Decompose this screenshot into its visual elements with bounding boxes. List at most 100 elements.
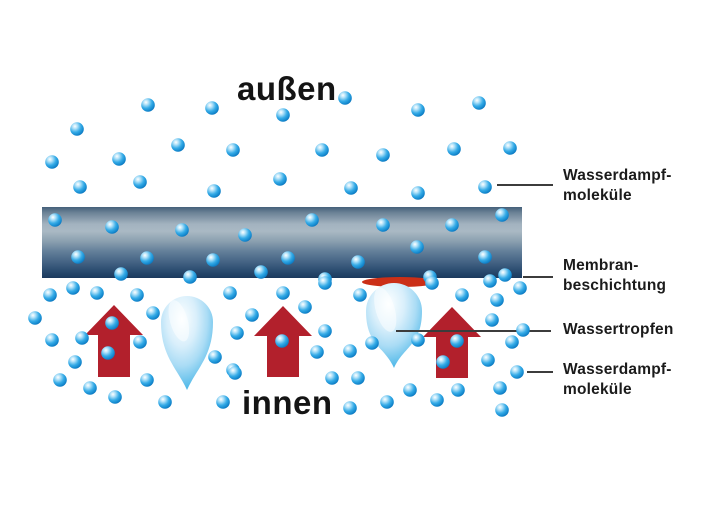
vapor-molecule-dot <box>205 101 219 115</box>
vapor-molecule-dot <box>275 334 289 348</box>
vapor-molecule-dot <box>101 346 115 360</box>
annotation-text-line: Wassertropfen <box>563 321 674 338</box>
vapor-molecule-dot <box>344 181 358 195</box>
vapor-molecule-dot <box>472 96 486 110</box>
annotation-text-line: moleküle <box>563 187 632 204</box>
vapor-molecule-dot <box>450 334 464 348</box>
vapor-molecule-dot <box>343 344 357 358</box>
vapor-molecule-dot <box>230 326 244 340</box>
vapor-molecule-dot <box>455 288 469 302</box>
vapor-molecule-dot <box>141 98 155 112</box>
up-arrow <box>85 305 143 377</box>
vapor-molecule-dot <box>276 286 290 300</box>
vapor-molecule-dot <box>108 390 122 404</box>
droplet-contact-seal <box>362 277 438 287</box>
vapor-molecule-dot <box>505 335 519 349</box>
vapor-molecule-dot <box>228 366 242 380</box>
vapor-molecule-dot <box>318 324 332 338</box>
vapor-molecule-dot <box>83 381 97 395</box>
vapor-molecule-dot <box>226 143 240 157</box>
vapor-molecule-dot <box>513 281 527 295</box>
vapor-molecule-dot <box>436 355 450 369</box>
vapor-molecule-dot <box>490 293 504 307</box>
vapor-molecule-dot <box>447 142 461 156</box>
vapor-molecule-dot <box>140 373 154 387</box>
vapor-molecule-dot <box>66 281 80 295</box>
vapor-molecule-dot <box>90 286 104 300</box>
vapor-molecule-dot <box>105 316 119 330</box>
vapor-molecule-dot <box>175 223 189 237</box>
vapor-molecule-dot <box>254 265 268 279</box>
annotation-text-line: Wasserdampf- <box>563 167 672 184</box>
vapor-molecule-dot <box>53 373 67 387</box>
vapor-molecule-dot <box>410 240 424 254</box>
vapor-molecule-dot <box>493 381 507 395</box>
vapor-molecule-dot <box>105 220 119 234</box>
vapor-molecule-dot <box>380 395 394 409</box>
vapor-molecule-dot <box>503 141 517 155</box>
vapor-molecule-dot <box>483 274 497 288</box>
vapor-molecule-dot <box>140 251 154 265</box>
vapor-molecule-dot <box>245 308 259 322</box>
vapor-molecule-dot <box>478 250 492 264</box>
vapor-molecule-dot <box>71 250 85 264</box>
region-label-outside: außen <box>237 70 337 107</box>
vapor-molecule-dot <box>351 371 365 385</box>
vapor-molecule-dot <box>276 108 290 122</box>
vapor-molecule-dot <box>208 350 222 364</box>
vapor-molecule-dot <box>445 218 459 232</box>
annotation-vapor-molecules-bottom: Wasserdampf- moleküle <box>563 360 672 400</box>
vapor-molecule-dot <box>28 311 42 325</box>
vapor-molecule-dot <box>376 218 390 232</box>
vapor-molecule-dot <box>451 383 465 397</box>
vapor-molecule-dot <box>133 335 147 349</box>
vapor-molecule-dot <box>325 371 339 385</box>
vapor-molecule-dot <box>485 313 499 327</box>
vapor-molecule-dot <box>216 395 230 409</box>
vapor-molecule-dot <box>45 155 59 169</box>
membrane-bar <box>42 207 522 278</box>
vapor-molecule-dot <box>223 286 237 300</box>
annotation-text-line: beschichtung <box>563 277 667 294</box>
vapor-molecule-dot <box>495 208 509 222</box>
vapor-molecule-dot <box>305 213 319 227</box>
vapor-molecule-dot <box>498 268 512 282</box>
vapor-molecule-dot <box>343 401 357 415</box>
annotation-water-droplet: Wassertropfen <box>563 320 674 340</box>
vapor-molecule-dot <box>68 355 82 369</box>
annotation-text-line: Membran- <box>563 257 639 274</box>
vapor-molecule-dot <box>207 184 221 198</box>
annotation-text-line: moleküle <box>563 381 632 398</box>
vapor-molecule-dot <box>130 288 144 302</box>
annotation-text-line: Wasserdampf- <box>563 361 672 378</box>
vapor-molecule-dot <box>158 395 172 409</box>
droplet-highlight <box>168 300 190 342</box>
annotation-vapor-molecules-top: Wasserdampf- moleküle <box>563 166 672 206</box>
annotation-membrane-coating: Membran- beschichtung <box>563 256 666 296</box>
vapor-molecule-dot <box>353 288 367 302</box>
vapor-molecule-dot <box>411 103 425 117</box>
vapor-molecule-dot <box>183 270 197 284</box>
vapor-molecule-dot <box>481 353 495 367</box>
vapor-molecule-dot <box>510 365 524 379</box>
vapor-molecule-dot <box>318 276 332 290</box>
vapor-molecule-dot <box>365 336 379 350</box>
vapor-molecule-dot <box>403 383 417 397</box>
vapor-molecule-dot <box>495 403 509 417</box>
vapor-molecule-dot <box>310 345 324 359</box>
droplet-highlight <box>374 287 397 332</box>
vapor-molecule-dot <box>273 172 287 186</box>
vapor-molecule-dot <box>376 148 390 162</box>
vapor-molecule-dot <box>298 300 312 314</box>
vapor-molecule-dot <box>75 331 89 345</box>
vapor-molecule-dot <box>112 152 126 166</box>
vapor-molecule-dot <box>238 228 252 242</box>
vapor-molecule-dot <box>48 213 62 227</box>
vapor-molecule-dot <box>133 175 147 189</box>
vapor-molecule-dot <box>43 288 57 302</box>
vapor-molecule-dot <box>338 91 352 105</box>
region-label-inside: innen <box>242 384 333 421</box>
vapor-molecule-dot <box>315 143 329 157</box>
